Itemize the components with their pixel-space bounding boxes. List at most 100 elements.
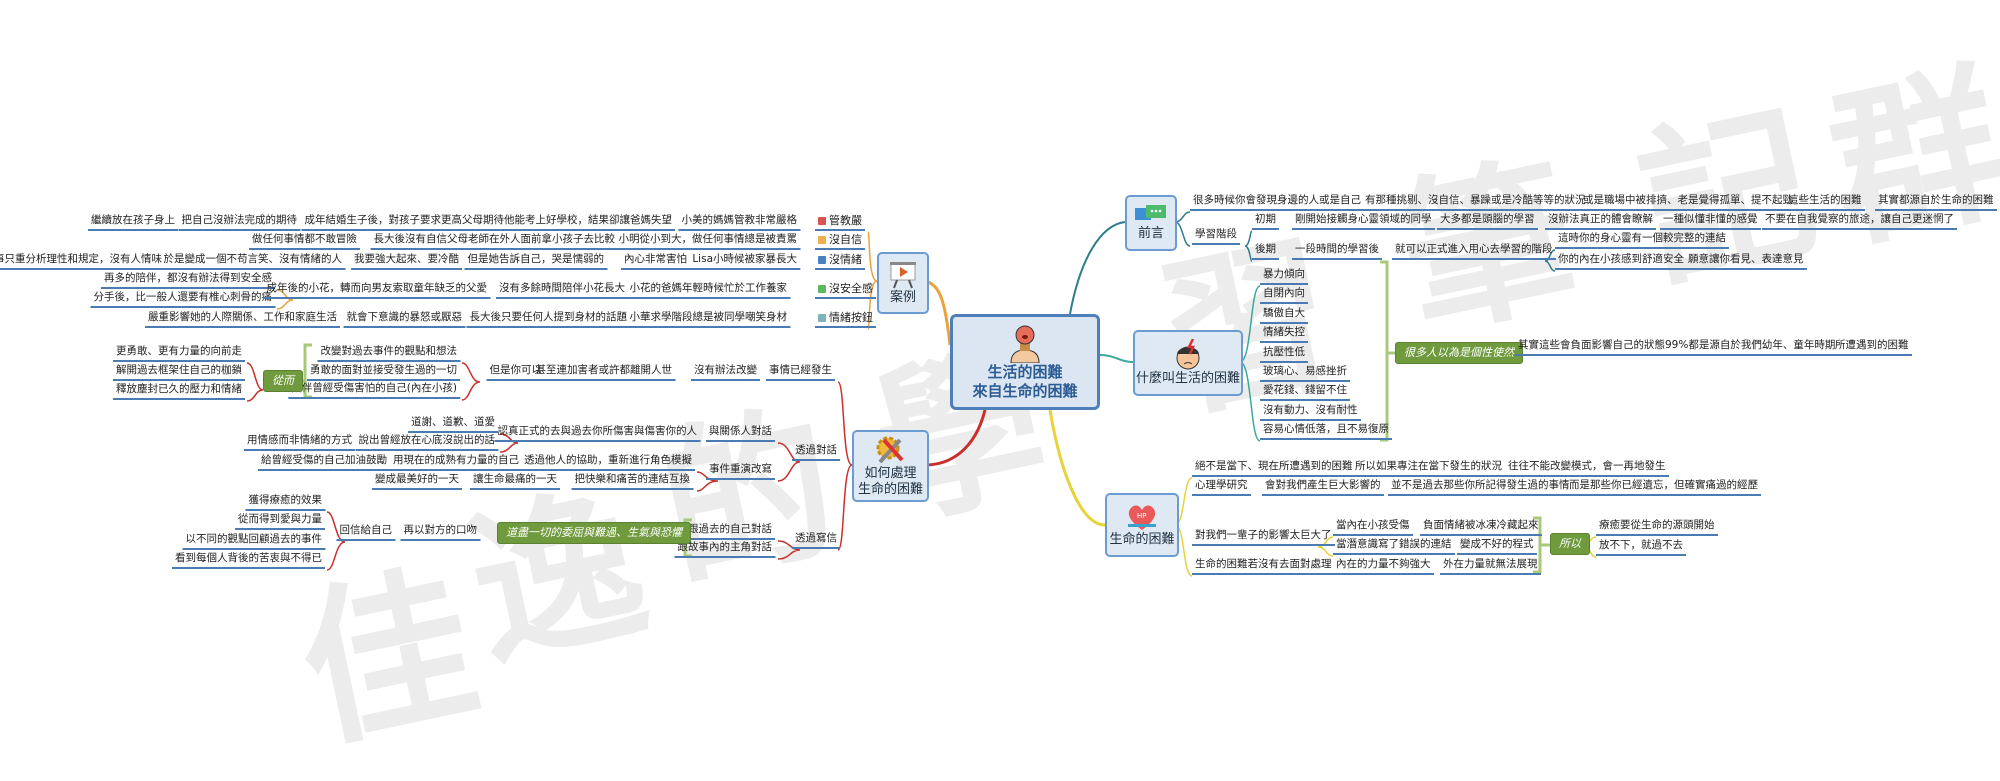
topic-node[interactable]: 初期 (1252, 213, 1279, 230)
topic-node[interactable]: 抗壓性低 (1260, 346, 1308, 363)
topic-node[interactable]: 但是她告訴自己，哭是懦弱的 (464, 253, 607, 270)
topic-node[interactable]: 大多都是頭腦的學習 (1437, 213, 1538, 230)
topic-node[interactable]: 療癒要從生命的源頭開始 (1596, 519, 1718, 536)
topic-node[interactable]: 有那種挑剔、沒自信、暴躁或是冷酷等等的狀況 (1362, 194, 1589, 211)
topic-node[interactable]: 透過他人的協助，重新進行角色模擬 (521, 454, 695, 471)
topic-node[interactable]: 繼續放在孩子身上 (88, 214, 178, 231)
case-tag[interactable]: 管教嚴 (815, 214, 865, 231)
topic-node[interactable]: 透過對話 (792, 444, 840, 461)
summary-node[interactable]: 很多人以為是個性使然 (1395, 342, 1523, 364)
topic-node[interactable]: 跟故事內的主角對話 (674, 541, 775, 558)
summary-node[interactable]: 從而 (263, 370, 303, 392)
topic-howto[interactable]: 如何處理 生命的困難 (852, 430, 929, 502)
topic-node[interactable]: 勇敢的面對並接受發生過的一切 (307, 364, 460, 381)
topic-node[interactable]: 這些生活的困難 (1785, 194, 1865, 211)
topic-node[interactable]: 外在力量就無法展現 (1440, 558, 1541, 575)
topic-node[interactable]: 道謝、道歉、道愛 (408, 416, 498, 433)
topic-node[interactable]: 當潛意識寫了錯誤的連結 (1333, 538, 1455, 555)
topic-node[interactable]: 長大後沒有自信 (370, 233, 450, 250)
topic-node[interactable]: 於是變成一個不苟言笑、沒有情緒的人 (160, 253, 345, 270)
topic-node[interactable]: 回信給自己 (336, 524, 395, 541)
topic-node[interactable]: 做任何事情都不敢冒險 (249, 233, 360, 250)
topic-node[interactable]: 再以對方的口吻 (400, 524, 480, 541)
topic-node[interactable]: 一段時間的學習後 (1292, 243, 1382, 260)
topic-node[interactable]: 認真正式的去與過去你所傷害與傷害你的人 (494, 425, 700, 442)
topic-node[interactable]: 當內在小孩受傷 (1333, 519, 1413, 536)
topic-node[interactable]: 事件重演改寫 (706, 463, 775, 480)
topic-node[interactable]: 小華求學階段總是被同學嘲笑身材 (626, 311, 790, 328)
topic-node[interactable]: 更勇敢、更有力量的向前走 (113, 345, 245, 362)
topic-node[interactable]: 很多時候你會發現身邊的人或是自己 (1190, 194, 1364, 211)
topic-node[interactable]: 解開過去框架住自己的枷鎖 (113, 364, 245, 381)
topic-node[interactable]: 會對我們產生巨大影響的 (1262, 479, 1384, 496)
topic-node[interactable]: 但是你可以 (486, 364, 545, 381)
topic-node[interactable]: 或是職場中被排擠、老是覺得孤單、提不起勁 (1580, 194, 1796, 211)
topic-node[interactable]: 釋放塵封已久的壓力和情緒 (113, 383, 245, 400)
topic-node[interactable]: 父母期待他能考上好學校，結果卻讓爸媽失望 (459, 214, 675, 231)
topic-node[interactable]: 負面情緒被冰凍冷藏起來 (1420, 519, 1542, 536)
topic-node[interactable]: 獲得療癒的效果 (245, 494, 325, 511)
case-tag[interactable]: 沒情緒 (815, 253, 865, 270)
topic-node[interactable]: 其實都源自於生命的困難 (1875, 194, 1997, 211)
topic-node[interactable]: 心理學研究 (1192, 479, 1251, 496)
topic-node[interactable]: 用現在的成熟有力量的自己 (390, 454, 522, 471)
topic-node[interactable]: 就可以正式進入用心去學習的階段 (1392, 243, 1556, 260)
topic-node[interactable]: 再多的陪伴，都沒有辦法得到安全感 (101, 272, 275, 289)
topic-node[interactable]: 99%都是源自於我們幼年、童年時期 (1662, 339, 1839, 356)
topic-node[interactable]: 愛花錢、錢留不住 (1260, 384, 1350, 402)
topic-cases[interactable]: 案例 (877, 252, 929, 314)
topic-node[interactable]: 放不下，就過不去 (1596, 539, 1686, 556)
topic-node[interactable]: 變成最美好的一天 (372, 473, 462, 490)
topic-preface[interactable]: 前言 (1125, 195, 1177, 251)
topic-node[interactable]: 絕不是當下、現在所遭遇到的困難 (1192, 460, 1356, 477)
topic-node[interactable]: 分手後，比一般人還要有椎心刺骨的痛 (90, 291, 275, 308)
topic-node[interactable]: 凡事只重分析理性和規定，沒有人情味 (0, 253, 165, 270)
topic-node[interactable]: 跟過去的自己對話 (685, 523, 775, 540)
topic-node[interactable]: 沒有動力、沒有耐性 (1260, 404, 1361, 421)
topic-node[interactable]: 生命的困難若沒有去面對處理 (1192, 558, 1335, 575)
case-tag[interactable]: 沒安全感 (815, 282, 876, 299)
topic-node[interactable]: 事情已經發生 (766, 364, 835, 381)
summary-node[interactable]: 道盡一切的委屈與難過、生氣與恐懼 (497, 522, 691, 544)
topic-node[interactable]: 陪伴曾經受傷害怕的自己(內在小孩) (288, 382, 460, 399)
topic-node[interactable]: 一種似懂非懂的感覺 (1660, 213, 1761, 230)
topic-node[interactable]: 父母老師在外人面前拿小孩子去比較 (444, 233, 618, 250)
topic-node[interactable]: Lisa小時候被家暴長大 (689, 253, 800, 270)
topic-node[interactable]: 驕傲自大 (1260, 307, 1308, 324)
topic-node[interactable]: 改變對過去事件的觀點和想法 (317, 345, 460, 362)
topic-node[interactable]: 情緒失控 (1260, 326, 1308, 344)
topic-node[interactable]: 透過寫信 (792, 532, 840, 549)
topic-node[interactable]: 沒有辦法改變 (691, 364, 760, 381)
topic-node[interactable]: 沒辦法真正的體會瞭解 (1545, 213, 1656, 230)
central-topic[interactable]: 生活的困難 來自生命的困難 (950, 314, 1100, 410)
topic-node[interactable]: 其實這些會負面影響自己的狀態 (1515, 339, 1668, 356)
topic-what[interactable]: 什麼叫生活的困難 (1133, 330, 1243, 396)
topic-node[interactable]: 小美的媽媽管教非常嚴格 (678, 214, 800, 231)
topic-node[interactable]: 而是那些你已經遺忘，但確實痛過的經歷 (1566, 479, 1761, 496)
topic-node[interactable]: 剛開始接觸身心靈領域的同學 (1292, 213, 1435, 230)
topic-node[interactable]: 長大後只要任何人提到身材的話題 (466, 311, 630, 328)
topic-node[interactable]: 內在的力量不夠強大 (1333, 558, 1434, 575)
topic-node[interactable]: 說出曾經放在心底沒說出的話 (355, 434, 498, 451)
topic-node[interactable]: 就會下意識的暴怒或厭惡 (343, 311, 465, 328)
topic-node[interactable]: 往往不能改變模式，會一再地發生 (1505, 460, 1669, 477)
topic-node[interactable]: 這時你的身心靈有一個較完整的連結 (1555, 232, 1729, 249)
topic-node[interactable]: 對我們一輩子的影響太巨大了 (1192, 529, 1335, 546)
topic-node[interactable]: 看到每個人背後的苦衷與不得已 (172, 552, 325, 569)
topic-node[interactable]: 我要強大起來、要冷酷 (351, 253, 462, 270)
topic-node[interactable]: 小花的爸媽年輕時候忙於工作養家 (626, 282, 790, 299)
topic-node[interactable]: 學習階段 (1192, 228, 1240, 245)
topic-node[interactable]: 玻璃心、易感挫折 (1260, 365, 1350, 382)
topic-node[interactable]: 並不是過去那些你所記得發生過的事情 (1388, 479, 1573, 496)
topic-node[interactable]: 小明從小到大，做任何事情總是被責罵 (615, 233, 800, 250)
topic-node[interactable]: 把快樂和痛苦的連結互換 (571, 473, 693, 490)
topic-node[interactable]: 自閉內向 (1260, 287, 1308, 305)
case-tag[interactable]: 沒自信 (815, 233, 865, 250)
topic-node[interactable]: 暴力傾向 (1260, 268, 1308, 285)
topic-node[interactable]: 所以如果專注在當下發生的狀況 (1352, 460, 1505, 477)
topic-node[interactable]: 內心非常害怕 (621, 253, 690, 270)
topic-node[interactable]: 不要在自我覺察的旅途，讓自己更迷惘了 (1762, 213, 1957, 230)
topic-node[interactable]: 容易心情低落，且不易復原 (1260, 423, 1392, 441)
topic-node[interactable]: 變成不好的程式 (1457, 538, 1537, 555)
topic-node[interactable]: 用情感而非情緒的方式 (244, 434, 355, 451)
